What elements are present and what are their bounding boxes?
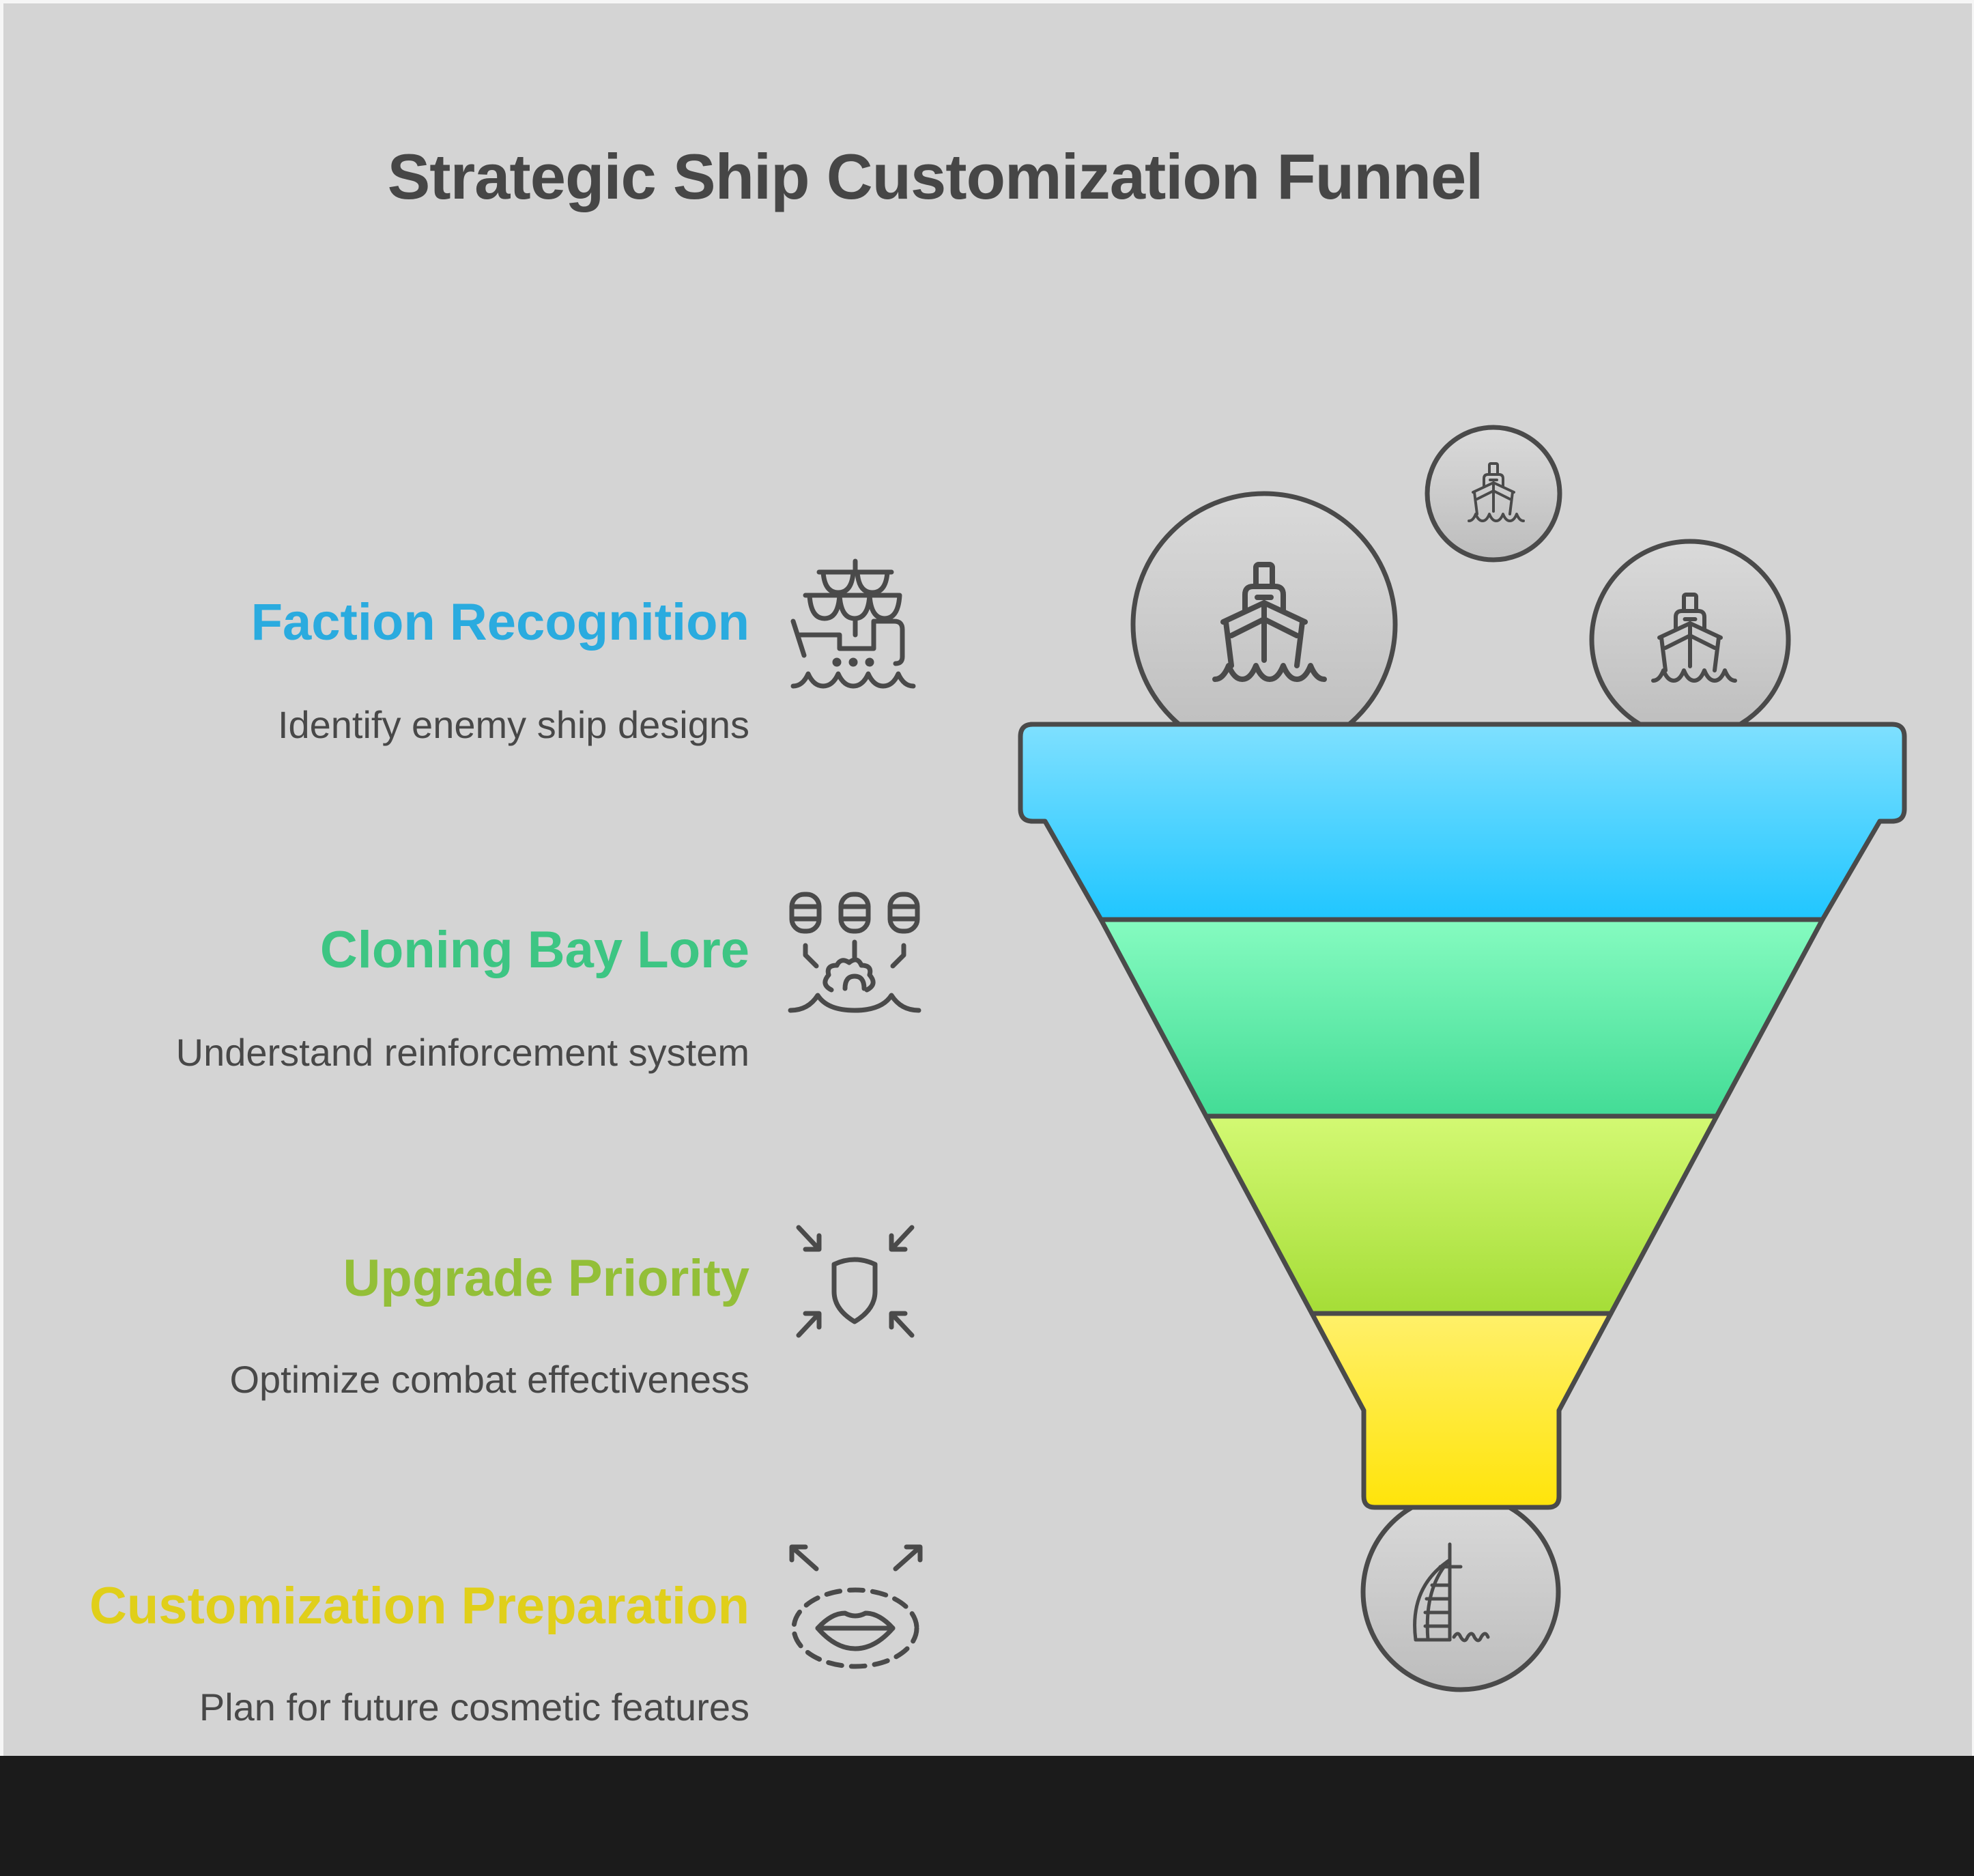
funnel-band-1 <box>1018 722 1907 922</box>
footer-bar <box>0 1756 1974 1876</box>
galleon-ship-icon <box>790 558 916 689</box>
stage-heading-cloning-bay-lore: Cloning Bay Lore <box>319 921 749 979</box>
page-title: Strategic Ship Customization Funnel <box>387 141 1484 212</box>
stage-description-upgrade-priority: Optimize combat effectiveness <box>229 1358 749 1401</box>
stage-heading-upgrade-priority: Upgrade Priority <box>343 1249 749 1307</box>
stage-heading-customization-preparation: Customization Preparation <box>89 1577 749 1635</box>
funnel-band-4 <box>1309 1311 1614 1510</box>
lips-expand-icon <box>789 1544 923 1669</box>
funnel-band-2 <box>1098 917 1825 1119</box>
funnel-band-3 <box>1203 1113 1719 1316</box>
stage-heading-faction-recognition: Faction Recognition <box>251 593 749 651</box>
sail-tower-icon <box>1413 1542 1490 1643</box>
sail-tower-icon-circle <box>1360 1492 1561 1692</box>
stage-description-cloning-bay-lore: Understand reinforcement system <box>175 1031 749 1074</box>
shield-converge-icon <box>796 1225 915 1338</box>
stage-description-faction-recognition: Identify enemy ship designs <box>277 703 749 746</box>
coins-merge-icon <box>788 892 921 1013</box>
ship-icon-circle-small <box>1425 425 1562 563</box>
ship-icon-circle-large <box>1130 491 1398 758</box>
ship-icon-circle-medium <box>1589 539 1791 741</box>
stage-description-customization-preparation: Plan for future cosmetic features <box>199 1686 749 1729</box>
